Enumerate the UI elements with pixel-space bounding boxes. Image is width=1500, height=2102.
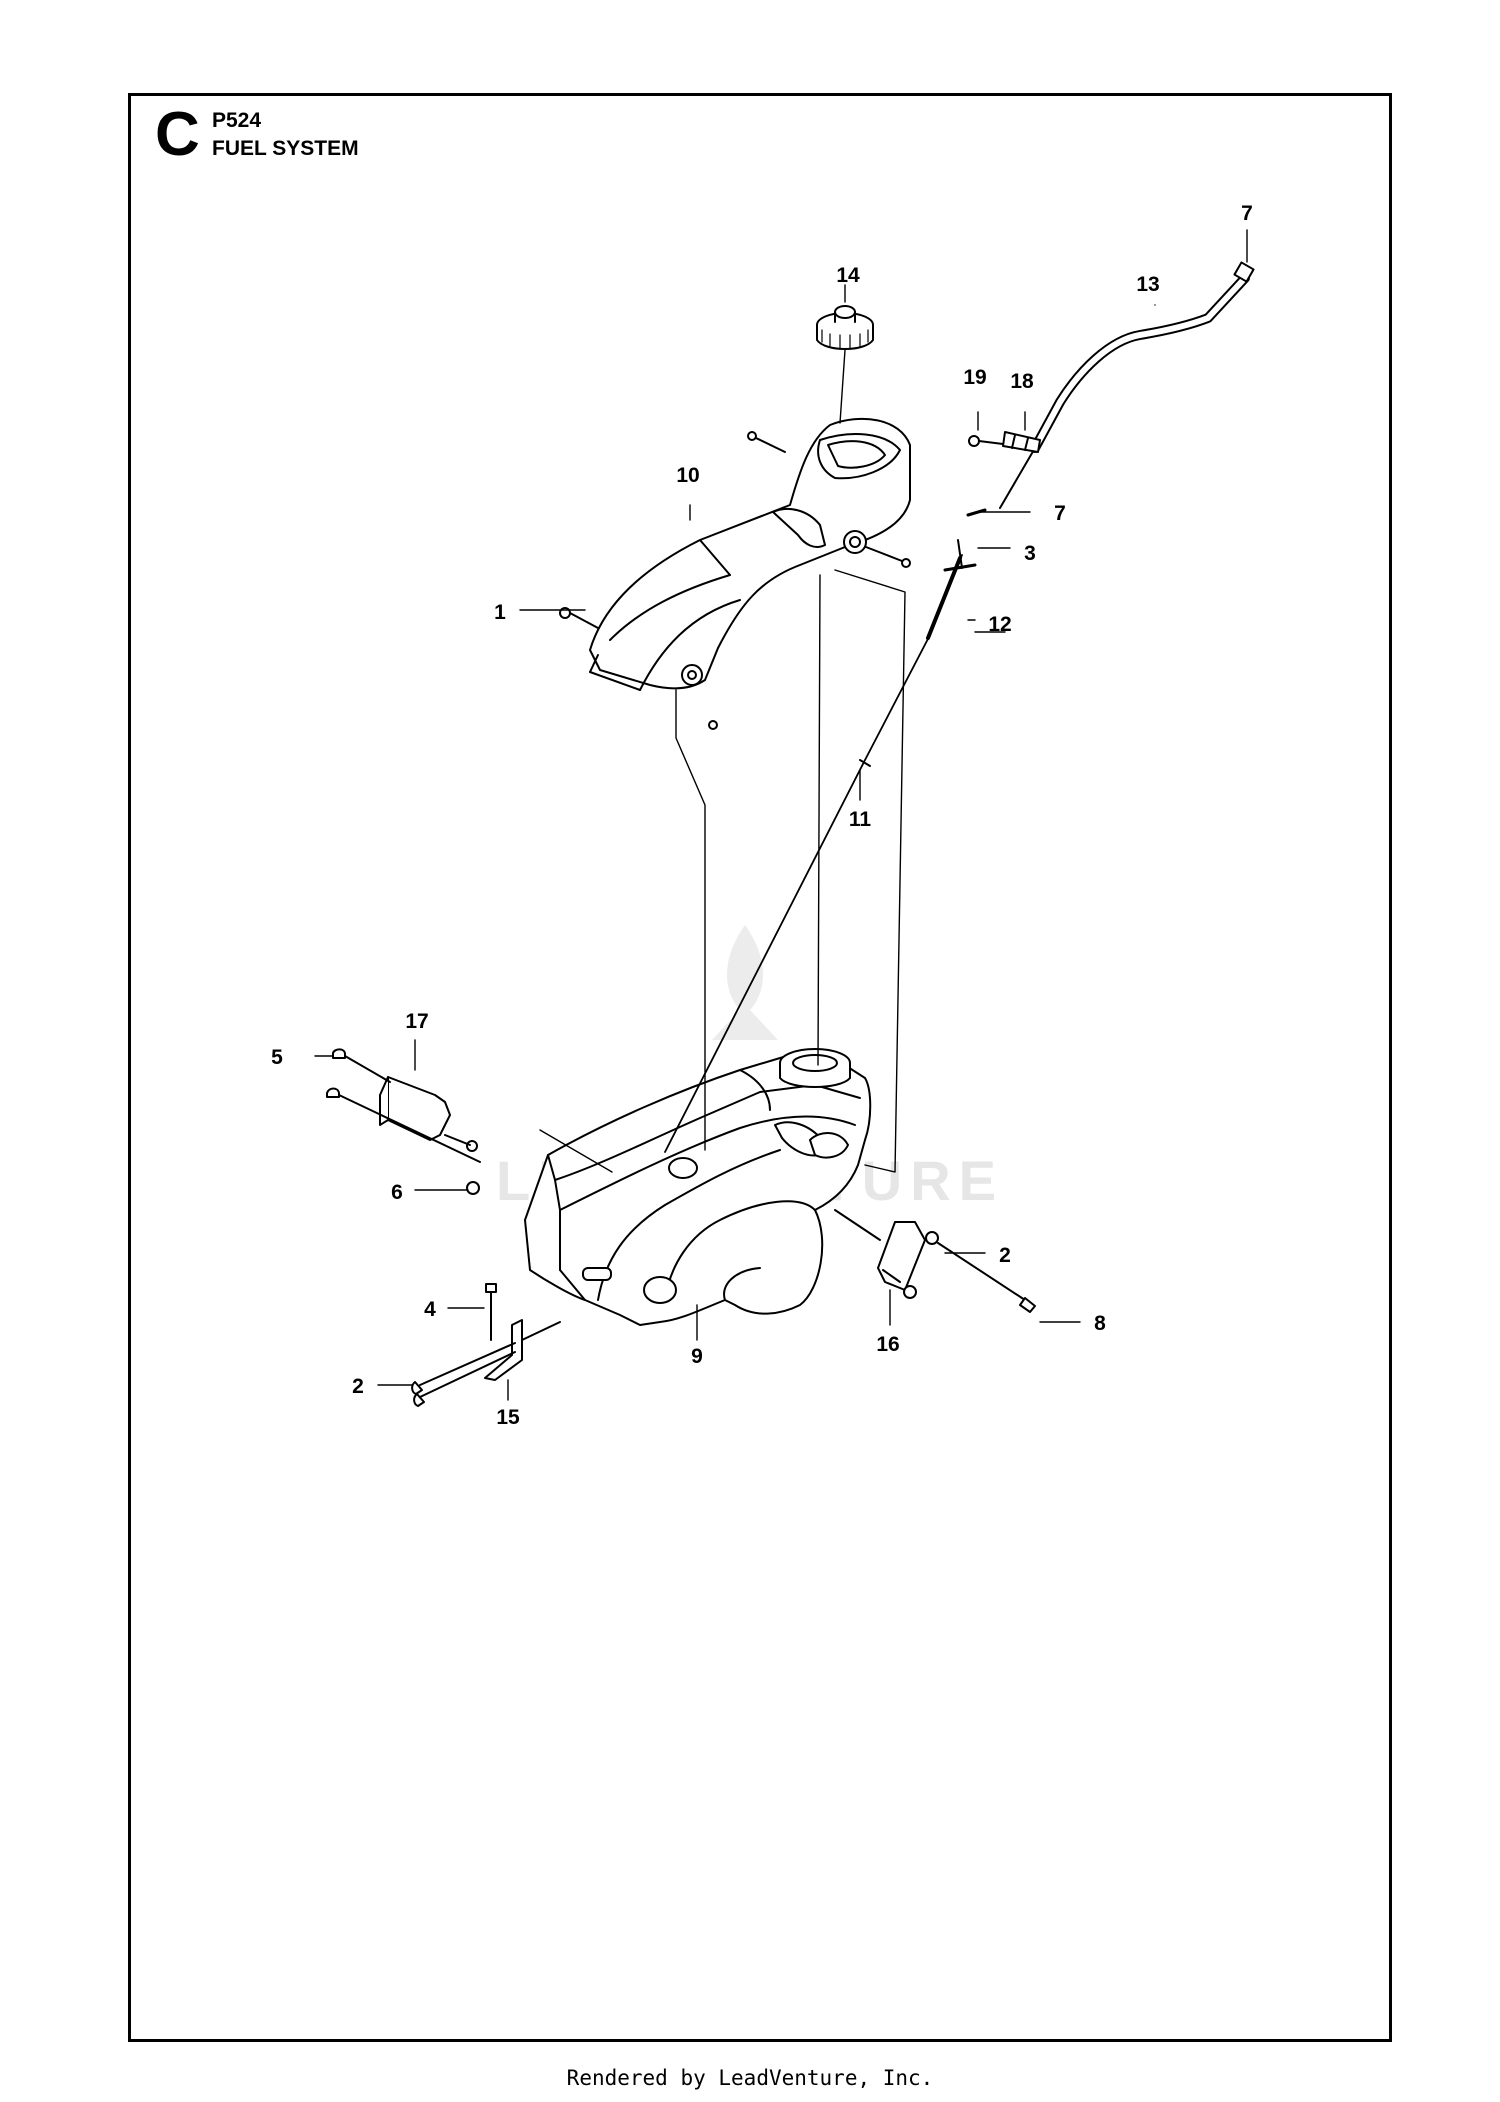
model-number: P524 xyxy=(212,109,262,132)
footer-credit: Rendered by LeadVenture, Inc. xyxy=(566,2066,934,2090)
callout-labels: 1 2 2 3 4 5 6 7 7 8 9 10 11 12 13 14 15 … xyxy=(271,202,1253,1429)
diagram-frame xyxy=(128,93,1392,2042)
callout-7-top: 7 xyxy=(1241,202,1253,225)
callout-14: 14 xyxy=(836,264,860,287)
hose-clip xyxy=(968,431,1041,453)
fuel-cap xyxy=(816,305,874,350)
grommet xyxy=(943,508,987,572)
fuel-tank xyxy=(524,1048,872,1326)
leader-lines xyxy=(314,229,1248,1401)
vent-hose xyxy=(999,261,1255,509)
upper-fuel-cover xyxy=(589,417,911,691)
callout-16: 16 xyxy=(876,1333,899,1356)
callout-2-right: 2 xyxy=(999,1244,1011,1267)
bracket-left-lower xyxy=(411,1283,561,1407)
fuel-pipe xyxy=(664,554,963,1153)
callout-6: 6 xyxy=(391,1181,403,1204)
callout-3: 3 xyxy=(1024,542,1036,565)
callout-9: 9 xyxy=(691,1345,703,1368)
callout-7-mid: 7 xyxy=(1054,502,1066,525)
callout-19: 19 xyxy=(963,366,986,389)
bracket-left-upper xyxy=(326,1048,481,1195)
callout-13: 13 xyxy=(1136,273,1159,296)
section-letter: C xyxy=(155,100,200,169)
callout-10: 10 xyxy=(676,464,699,487)
callout-18: 18 xyxy=(1010,370,1034,393)
callout-5: 5 xyxy=(271,1046,283,1069)
callout-1: 1 xyxy=(494,601,506,624)
callout-12: 12 xyxy=(988,613,1011,636)
bracket-right xyxy=(834,1209,1036,1313)
callout-17: 17 xyxy=(405,1010,428,1033)
callout-11: 11 xyxy=(849,808,872,831)
callout-15: 15 xyxy=(496,1406,520,1429)
callout-8: 8 xyxy=(1094,1312,1106,1335)
assembly-lines xyxy=(539,349,906,1173)
callout-4: 4 xyxy=(424,1298,436,1321)
callout-2-left: 2 xyxy=(352,1375,364,1398)
diagram-title: FUEL SYSTEM xyxy=(212,137,359,160)
